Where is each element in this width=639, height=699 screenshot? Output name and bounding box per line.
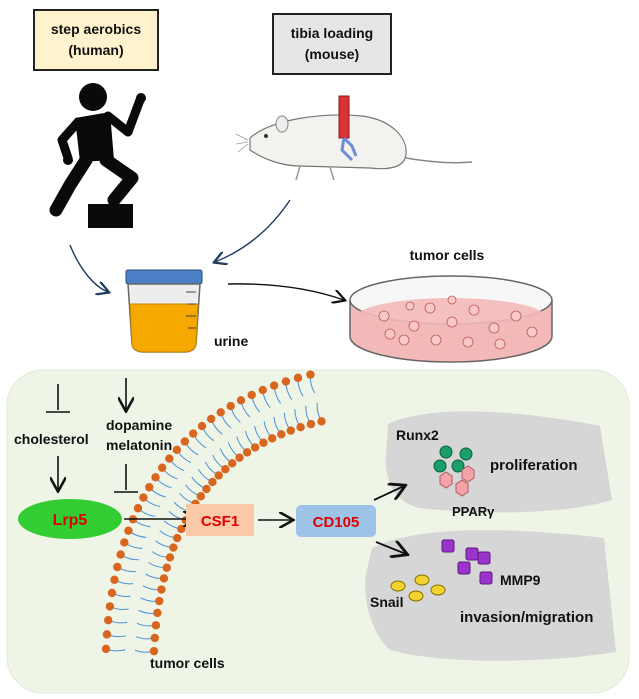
lipid-head <box>149 646 159 656</box>
runx2-molecules <box>433 445 473 473</box>
pparg-molecules <box>439 465 475 497</box>
lipid-head <box>159 574 169 583</box>
cd105-to-proliferation-arrow <box>373 486 404 501</box>
lipid-head <box>188 429 198 438</box>
lipid-head <box>228 459 237 468</box>
lipid-head <box>155 596 164 606</box>
lrp5-node <box>18 499 122 539</box>
lipid-head <box>202 484 211 494</box>
cd105-to-invasion-arrow <box>375 542 406 554</box>
lipid-head <box>133 504 143 513</box>
pparg-label: PPARγ <box>452 504 495 519</box>
lipid-head <box>145 483 154 492</box>
lipid-head <box>151 621 161 630</box>
lipid-head <box>180 437 190 446</box>
lipid-head <box>258 385 267 395</box>
human-box-line1: step aerobics <box>51 21 141 37</box>
lipid-head <box>157 463 167 472</box>
lipid-head <box>124 526 133 535</box>
melatonin-label: melatonin <box>106 437 172 453</box>
lipid-head <box>196 492 206 501</box>
mouse-to-urine-arrow <box>215 199 291 262</box>
lipid-head <box>208 477 217 487</box>
lipid-head <box>113 562 122 572</box>
cd105-label: CD105 <box>313 514 360 531</box>
lipid-head <box>221 465 230 474</box>
lipid-head <box>104 616 113 625</box>
lipid-head <box>110 575 119 585</box>
lipid-head <box>197 421 207 431</box>
lipid-head <box>293 373 303 383</box>
snail-molecules <box>390 574 446 602</box>
lipid-head <box>236 396 246 405</box>
snail-label: Snail <box>370 594 403 610</box>
lipid-head <box>226 401 235 411</box>
lipid-head <box>102 630 112 639</box>
lipid-head <box>247 390 256 400</box>
lipid-head <box>306 370 315 379</box>
invasion-label: invasion/migration <box>460 609 593 626</box>
lipid-head <box>165 553 175 562</box>
lipid-head <box>139 493 148 502</box>
lipid-head <box>216 408 225 417</box>
lipid-head <box>169 543 178 552</box>
lipid-head <box>269 381 279 390</box>
csf1-node <box>186 504 254 536</box>
mouse-box-line1: tibia loading <box>291 25 373 41</box>
lipid-head <box>173 533 182 543</box>
urine-cup-icon <box>125 269 203 353</box>
lipid-head <box>286 426 295 435</box>
human-to-urine-arrow <box>69 244 108 292</box>
lipid-head <box>214 471 223 480</box>
lipid-head <box>162 563 171 572</box>
mmp9-label: MMP9 <box>500 572 541 588</box>
lipid-head <box>277 430 286 439</box>
lipid-head <box>259 438 268 447</box>
runx2-label: Runx2 <box>396 427 439 443</box>
membrane-tumor-cells-label: tumor cells <box>150 655 225 671</box>
cholesterol-label: cholesterol <box>14 431 89 447</box>
mmp9-molecules <box>441 539 493 585</box>
urine-label: urine <box>214 333 248 349</box>
invasion-cell-patch <box>365 530 616 661</box>
lipid-head <box>206 414 216 424</box>
petri-dish-icon <box>349 275 553 363</box>
lipid-head <box>306 419 316 429</box>
lipid-head <box>172 445 182 455</box>
lrp5-label: Lrp5 <box>53 512 88 529</box>
dish-tumor-cells-label: tumor cells <box>410 247 485 263</box>
mouse-box: tibia loading (mouse) <box>272 13 392 75</box>
csf1-label: CSF1 <box>201 513 239 530</box>
dopamine-label: dopamine <box>106 417 172 433</box>
lipid-head <box>296 422 305 432</box>
lipid-head <box>101 644 111 654</box>
lipid-head <box>153 608 162 618</box>
lipid-head <box>157 585 166 594</box>
lipid-head <box>267 434 277 443</box>
lipid-head <box>151 473 160 482</box>
lipid-head <box>107 588 117 598</box>
lipid-head <box>281 377 291 386</box>
proliferation-label: proliferation <box>490 457 578 474</box>
lipid-head <box>150 633 159 643</box>
mouse-box-line2: (mouse) <box>305 46 359 62</box>
human-box: step aerobics (human) <box>33 9 159 71</box>
cd105-node <box>296 505 376 537</box>
lipid-head <box>105 602 115 611</box>
mouse-icon <box>235 95 473 181</box>
lipid-head <box>317 417 326 426</box>
lipid-head <box>242 448 252 457</box>
lipid-head <box>165 454 174 463</box>
lipid-head <box>120 538 129 547</box>
human-box-line2: (human) <box>68 42 123 58</box>
lipid-head <box>177 524 186 534</box>
urine-to-dish-arrow <box>227 283 344 300</box>
lipid-head <box>235 453 244 462</box>
step-aerobics-person-icon <box>49 83 146 228</box>
proliferation-cell-patch <box>385 411 612 513</box>
lipid-head <box>116 550 125 559</box>
lipid-head <box>250 443 260 452</box>
